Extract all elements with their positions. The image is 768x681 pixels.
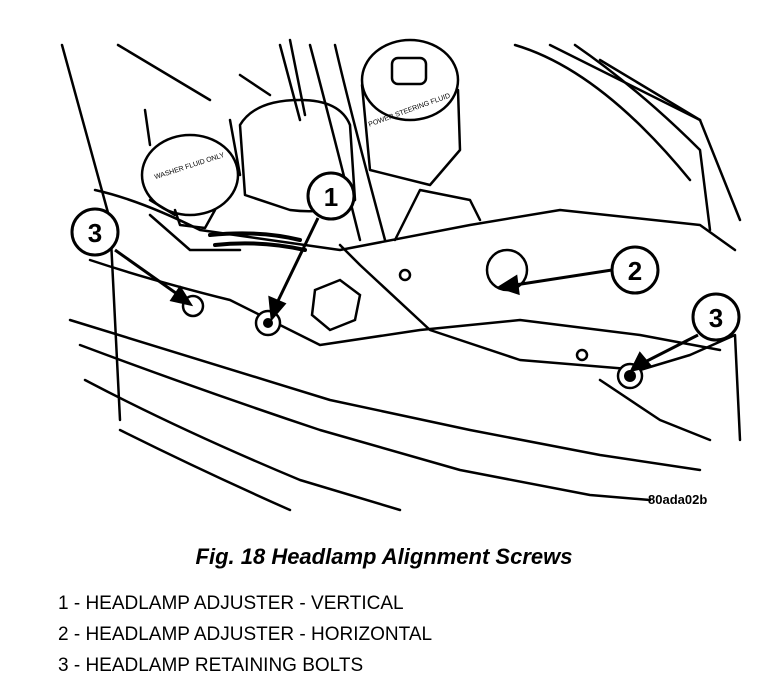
leader-line-3-left: [114, 248, 181, 298]
legend-item: 2 - HEADLAMP ADJUSTER - HORIZONTAL: [58, 624, 433, 645]
callout-circle-3-left: [70, 207, 120, 257]
legend-item: 3 - HEADLAMP RETAINING BOLTS: [58, 655, 364, 676]
bolt-center: [624, 370, 636, 382]
hose: [393, 188, 482, 242]
arrowhead-2: [496, 274, 520, 296]
mounting-hole: [575, 348, 589, 362]
callout-label-1: 1: [324, 182, 338, 212]
fender-line: [598, 58, 702, 122]
arrowhead-1: [268, 295, 287, 322]
power-steering-cap: [360, 38, 460, 122]
callout-circle-3-right: [691, 292, 741, 342]
washer-reservoir-cap: [140, 133, 240, 217]
washer-reservoir-body: [143, 108, 242, 252]
wire-harness: [208, 231, 307, 252]
canister-line: [238, 38, 307, 122]
washer-cap-label: WASHER FLUID ONLY: [154, 152, 226, 181]
callout-circle-1: [306, 171, 356, 221]
arrowhead-3-left: [169, 285, 194, 307]
figure-caption: Fig. 18 Headlamp Alignment Screws: [195, 544, 573, 569]
leader-line-1: [274, 217, 320, 306]
arrowhead-3-right: [629, 351, 653, 373]
hose: [308, 43, 387, 242]
headlamp-lens: [83, 378, 402, 512]
callout-label-2: 2: [628, 256, 642, 286]
power-steering-filler: [390, 56, 428, 86]
frame-line: [116, 43, 212, 102]
washer-reservoir-neck: [148, 198, 217, 230]
leader-line-3-right: [642, 333, 699, 365]
mounting-hole: [398, 268, 412, 282]
callout-label-3-right: 3: [709, 303, 723, 333]
illustration-code: 80ada02b: [648, 492, 708, 507]
hex-bolt: [310, 278, 362, 332]
hood-edge: [513, 43, 692, 182]
callout-label-3-left: 3: [88, 218, 102, 248]
bolt-center: [263, 318, 273, 328]
leader-line-2: [514, 268, 613, 287]
legend: 1 - HEADLAMP ADJUSTER - VERTICAL 2 - HEA…: [58, 588, 432, 681]
engine-bay-illustration: 1 2 3 3 WASHER FLUID ONLY POWER STEERING…: [60, 38, 742, 512]
legend-item: 1 - HEADLAMP ADJUSTER - VERTICAL: [58, 593, 404, 614]
fender-line: [573, 43, 712, 232]
radiator-support: [88, 258, 722, 352]
headlamp-housing: [78, 343, 652, 502]
hood-edge: [548, 43, 742, 222]
headlamp-housing: [68, 318, 702, 472]
bracket: [598, 378, 712, 442]
callout-circle-2: [610, 245, 660, 295]
radiator-support: [93, 188, 737, 252]
power-steering-body: [360, 83, 462, 187]
